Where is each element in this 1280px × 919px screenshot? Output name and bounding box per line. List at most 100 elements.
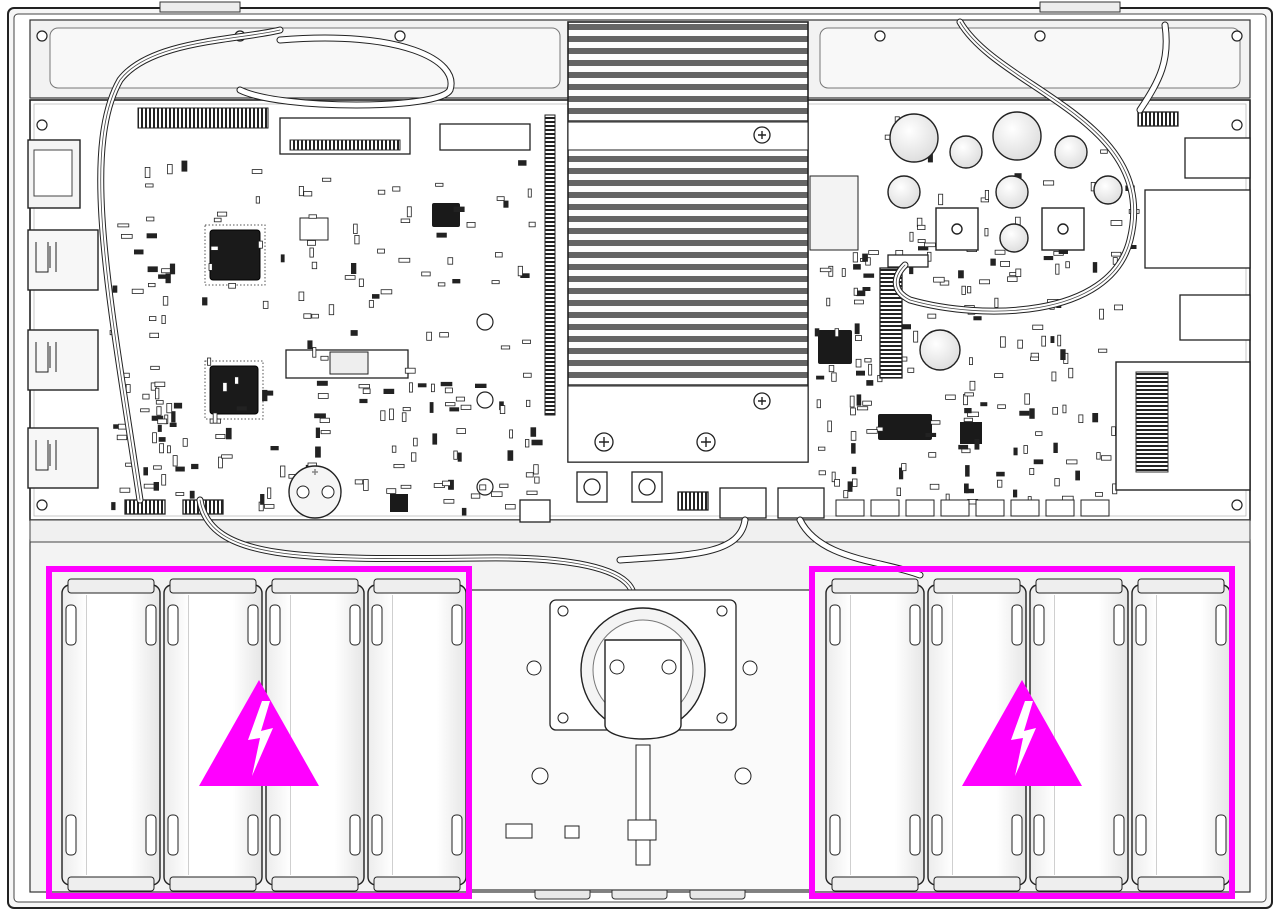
smd-part xyxy=(1013,447,1018,456)
smd-part xyxy=(1000,260,1010,267)
smd-part xyxy=(1110,220,1123,226)
smd-part xyxy=(208,263,213,271)
smd-part xyxy=(1055,263,1060,275)
smd-part xyxy=(207,357,212,366)
smd-part xyxy=(377,248,385,254)
smd-part xyxy=(967,286,972,294)
smd-part xyxy=(1052,407,1059,415)
smd-part xyxy=(930,420,941,425)
board-edge-pads xyxy=(835,499,1110,517)
smd-part xyxy=(350,262,357,274)
smd-part xyxy=(456,428,466,435)
smd-part xyxy=(266,390,274,396)
smd-part xyxy=(119,487,131,493)
smd-part xyxy=(958,444,969,450)
smd-part xyxy=(866,380,874,386)
smd-part xyxy=(1029,408,1035,419)
smd-part xyxy=(358,384,371,389)
smd-part xyxy=(856,394,862,406)
smd-part xyxy=(831,372,837,382)
smd-part xyxy=(851,443,856,454)
smd-part xyxy=(974,438,980,450)
smd-part xyxy=(158,274,168,279)
smd-part xyxy=(386,488,397,494)
smd-part xyxy=(1032,324,1044,330)
smd-part xyxy=(225,427,232,440)
smd-part xyxy=(994,297,999,308)
ethernet-port xyxy=(27,139,81,209)
smd-part xyxy=(876,426,884,432)
smd-part xyxy=(157,418,168,425)
smd-part xyxy=(852,478,858,487)
smd-part xyxy=(1033,459,1044,465)
smd-part xyxy=(963,417,973,423)
smd-part xyxy=(154,381,166,388)
edge-pad xyxy=(1045,499,1075,517)
smd-part xyxy=(847,481,853,492)
smd-part xyxy=(212,412,218,424)
smd-part xyxy=(996,471,1005,477)
smd-part xyxy=(303,191,313,197)
edge-pad xyxy=(835,499,865,517)
smd-part xyxy=(868,363,873,376)
smd-part xyxy=(169,263,176,275)
battery-pack-right xyxy=(825,578,1231,892)
smd-part xyxy=(267,487,272,499)
edge-pad xyxy=(1080,499,1110,517)
smd-part xyxy=(328,304,335,316)
smd-part xyxy=(315,446,321,458)
smd-part xyxy=(1007,276,1018,282)
smd-part xyxy=(1114,304,1124,311)
smd-part xyxy=(402,407,411,412)
smd-part xyxy=(426,331,432,341)
smd-part xyxy=(818,446,826,451)
smd-part xyxy=(437,282,446,287)
smd-part xyxy=(453,206,465,212)
smd-part xyxy=(994,373,1004,379)
smd-part xyxy=(298,291,305,302)
smd-part xyxy=(354,479,364,485)
battery-cell xyxy=(825,578,925,892)
smd-part xyxy=(997,404,1006,409)
smd-part xyxy=(251,169,263,174)
smd-part xyxy=(311,313,319,319)
battery-cell xyxy=(61,578,161,892)
smd-part xyxy=(909,231,914,242)
smd-part xyxy=(990,258,996,266)
smd-part xyxy=(855,335,862,341)
smd-part xyxy=(1053,442,1058,454)
smd-part xyxy=(169,422,177,428)
smd-part xyxy=(997,479,1003,488)
smd-part xyxy=(439,332,449,338)
smd-part xyxy=(152,432,157,444)
smd-part xyxy=(371,294,380,299)
smd-part xyxy=(161,474,167,486)
smd-part xyxy=(994,249,1006,255)
smd-part xyxy=(973,316,982,321)
smd-part xyxy=(398,257,411,263)
smd-part xyxy=(270,445,279,451)
smd-part xyxy=(131,288,144,294)
smd-part xyxy=(831,471,836,483)
smd-part xyxy=(216,211,228,217)
smd-part xyxy=(358,278,364,287)
smd-part xyxy=(447,257,454,265)
smd-part xyxy=(531,439,543,446)
smd-part xyxy=(924,242,936,248)
smd-part xyxy=(496,196,505,201)
smd-part xyxy=(380,410,386,421)
smd-part xyxy=(280,254,285,263)
smd-part xyxy=(980,402,988,407)
smd-part xyxy=(1092,262,1098,273)
smd-part xyxy=(938,193,944,206)
battery-cell xyxy=(163,578,263,892)
smd-part xyxy=(969,380,976,391)
smd-part xyxy=(444,387,453,394)
smd-part xyxy=(945,394,956,400)
smd-part xyxy=(156,406,162,416)
smd-part xyxy=(116,434,128,441)
smd-part xyxy=(899,467,904,480)
smd-part xyxy=(509,429,514,439)
smd-part xyxy=(505,504,516,510)
